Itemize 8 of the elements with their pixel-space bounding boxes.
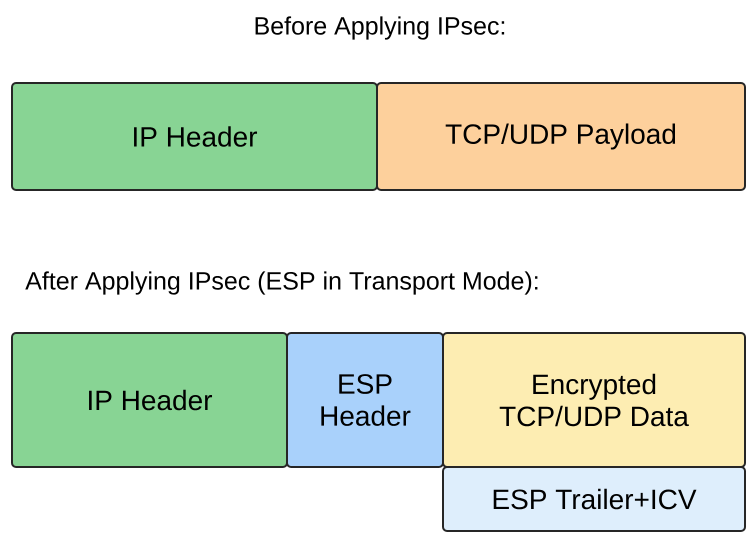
payload-field: Encrypted TCP/UDP Data — [442, 332, 746, 468]
trailer-field: ESP Trailer+ICV — [442, 466, 746, 532]
payload-field: TCP/UDP Payload — [376, 82, 746, 191]
header-field: ESP Header — [286, 332, 444, 468]
section-heading: After Applying IPsec (ESP in Transport Mode): — [25, 271, 538, 295]
header-field: IP Header — [11, 82, 378, 191]
header-field: IP Header — [11, 332, 288, 468]
section-heading: Before Applying IPsec: — [256, 16, 504, 40]
